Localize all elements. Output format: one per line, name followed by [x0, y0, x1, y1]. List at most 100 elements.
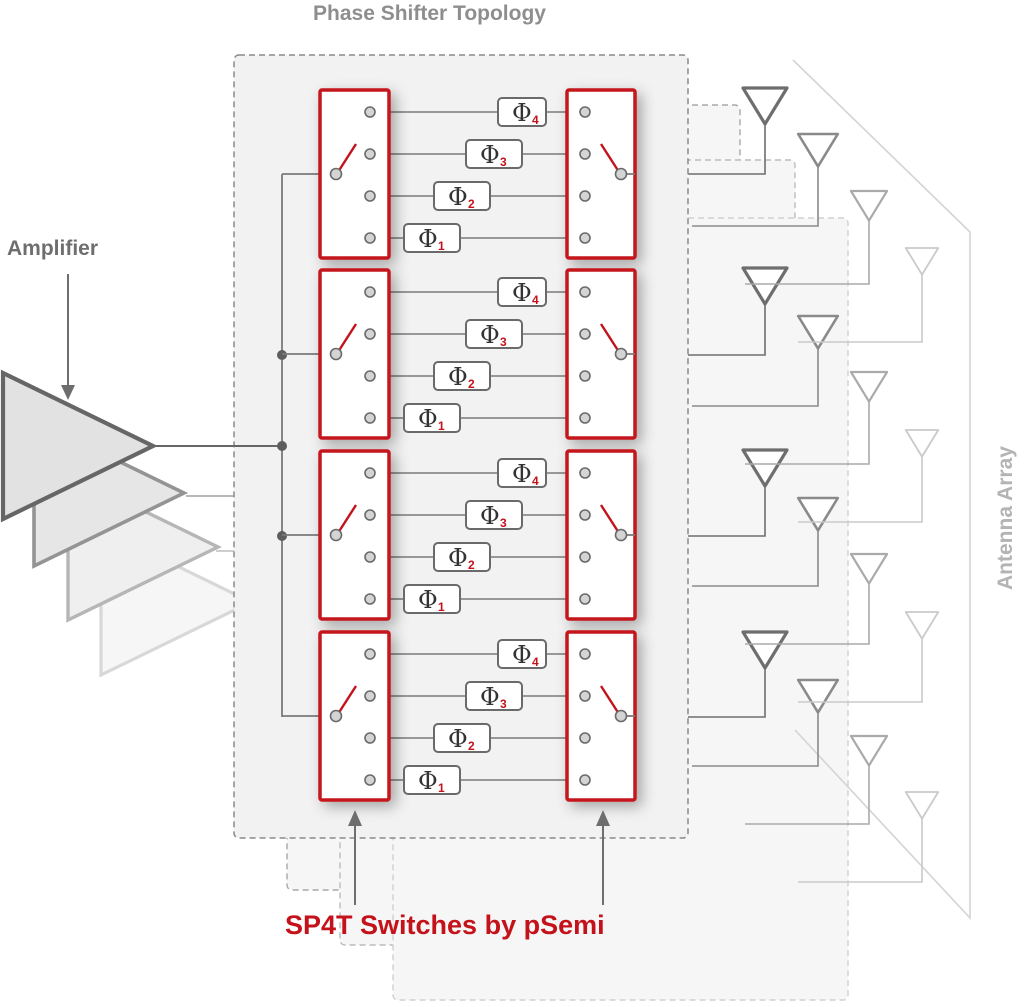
antenna-icon: [904, 791, 940, 820]
switch-port: [579, 190, 591, 202]
switch-port: [364, 509, 376, 521]
antenna-icon: [796, 314, 840, 350]
antenna-feed-line: [692, 712, 819, 767]
switch-wiper: [336, 143, 358, 173]
switch-port: [364, 148, 376, 160]
antenna-feed-line: [798, 274, 923, 343]
phase-shifter-outline: [497, 639, 547, 669]
phase-shifter-outline: [497, 277, 547, 307]
antenna-icon: [849, 370, 889, 403]
phase-shifter-outline: [497, 97, 547, 127]
antenna-icon: [849, 734, 889, 767]
phase-index: 3: [500, 155, 507, 169]
phase-shifter-outline: [465, 500, 523, 530]
amplifier-arrowhead: [61, 385, 75, 400]
diagram-title: Phase Shifter Topology: [313, 2, 546, 25]
phase-index: 4: [532, 113, 539, 127]
switch-port: [579, 467, 591, 479]
antenna-icon: [904, 247, 940, 276]
antenna-icon: [796, 496, 840, 532]
antenna-icon: [849, 552, 889, 585]
switch-common-port: [329, 167, 343, 181]
switch-port: [579, 774, 591, 786]
antenna-feed-line: [798, 638, 923, 703]
switch-port: [579, 106, 591, 118]
phase-symbol: Φ: [512, 460, 532, 488]
switch-port: [579, 412, 591, 424]
phase-index: 2: [468, 558, 475, 572]
phase-index: 1: [438, 239, 445, 253]
switch-port: [579, 370, 591, 382]
phase-shifter-outline: [465, 319, 523, 349]
antenna-feed-line: [745, 401, 870, 465]
switch-port: [364, 232, 376, 244]
phase-shifter-outline: [465, 139, 523, 169]
phase-symbol: Φ: [480, 321, 500, 349]
switch-port: [364, 412, 376, 424]
left-sp4t-switch: [318, 268, 391, 440]
phase-index: 3: [500, 697, 507, 711]
switch-common-port: [614, 167, 628, 181]
phase-symbol: Φ: [480, 141, 500, 169]
switch-wiper: [336, 504, 358, 534]
phase-shifter-outline: [403, 584, 461, 614]
phase-shifter-outline: [433, 723, 491, 753]
antenna-icon: [904, 429, 940, 458]
switch-common-port: [614, 347, 628, 361]
switch-port: [579, 593, 591, 605]
switch-port: [364, 328, 376, 340]
phase-index: 3: [500, 335, 507, 349]
antenna-icon: [796, 132, 840, 168]
switch-wiper: [599, 143, 621, 173]
switch-port: [579, 509, 591, 521]
bus-junction-dot: [277, 441, 287, 451]
switch-wiper: [336, 323, 358, 353]
switch-port: [364, 690, 376, 702]
phase-index: 4: [532, 474, 539, 488]
antenna-icon: [741, 448, 789, 488]
switch-port: [364, 467, 376, 479]
left-sp4t-switch: [318, 449, 391, 621]
switch-port: [579, 328, 591, 340]
antenna-icon: [849, 189, 889, 222]
bus-junction-dot: [277, 350, 287, 360]
antenna-icon: [796, 678, 840, 714]
switch-wiper: [599, 504, 621, 534]
bus-junction-dot: [277, 531, 287, 541]
switch-common-port: [614, 709, 628, 723]
amplifier-icon: [0, 369, 158, 523]
phase-symbol: Φ: [512, 99, 532, 127]
switch-port: [364, 648, 376, 660]
switch-port: [579, 232, 591, 244]
antenna-icon: [741, 630, 789, 670]
switch-port: [364, 593, 376, 605]
phase-index: 1: [438, 781, 445, 795]
antenna-icon: [741, 86, 789, 126]
switch-arrowhead-left: [348, 810, 362, 826]
phase-symbol: Φ: [448, 725, 468, 753]
antenna-array-outline: [792, 59, 971, 921]
left-sp4t-switch: [318, 630, 391, 802]
phase-symbol: Φ: [512, 279, 532, 307]
phase-index: 2: [468, 197, 475, 211]
switch-common-port: [329, 528, 343, 542]
phase-shifter-outline: [433, 181, 491, 211]
antenna-icon: [741, 266, 789, 306]
switch-arrowhead-right: [596, 810, 610, 826]
antenna-feed-line: [692, 166, 819, 227]
antenna-feed-line: [798, 818, 923, 883]
antenna-feed-line: [798, 456, 923, 523]
